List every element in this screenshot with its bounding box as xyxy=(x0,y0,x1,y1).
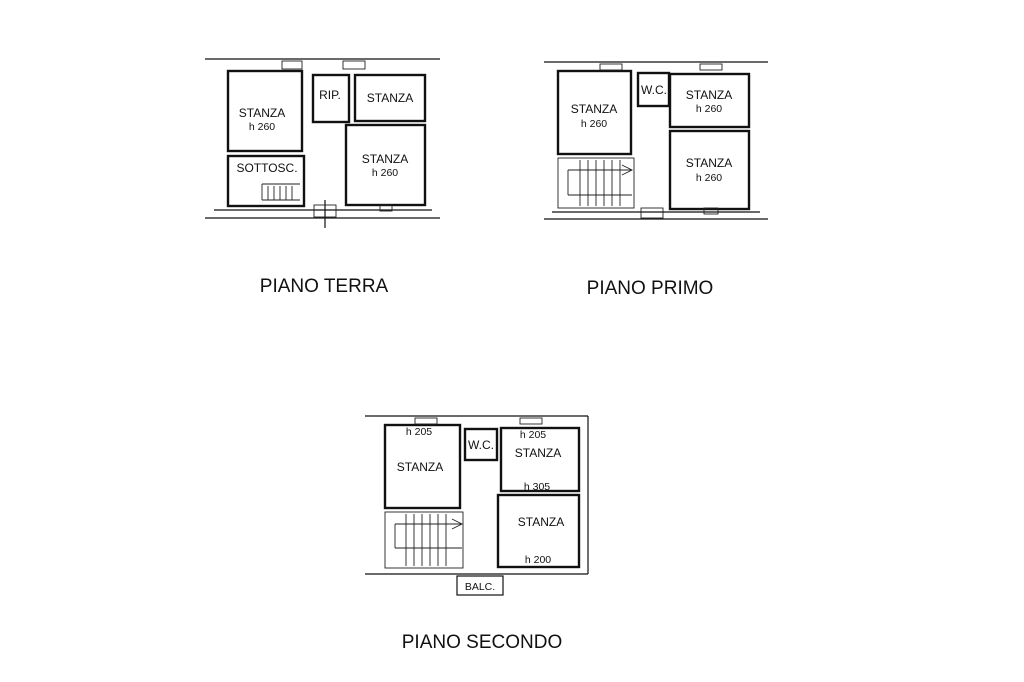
first-stairs xyxy=(557,157,635,209)
ground-window-2 xyxy=(342,60,366,70)
second-room-b-height: h 205 xyxy=(520,429,546,441)
first-room-c-label: STANZA xyxy=(686,156,732,170)
second-room-a-height: h 205 xyxy=(406,426,432,438)
second-room-b-label: STANZA xyxy=(515,446,561,460)
first-entrance-door xyxy=(640,207,664,219)
first-room-stanza-left xyxy=(556,69,633,156)
ground-room-b-label: STANZA xyxy=(367,91,413,105)
first-room-a-height: h 260 xyxy=(581,118,607,130)
ground-window-3 xyxy=(379,204,393,212)
first-room-c-height: h 260 xyxy=(696,172,722,184)
second-room-stanza-top-right xyxy=(499,426,581,493)
second-balcony-label: BALC. xyxy=(465,581,495,593)
second-wc-label: W.C. xyxy=(468,438,494,452)
ground-room-sottosc xyxy=(226,154,306,208)
first-window-3 xyxy=(703,207,719,215)
second-room-wc xyxy=(463,427,499,462)
plan-first-floor: STANZA h 260 W.C. STANZA h 260 STANZA h … xyxy=(544,61,768,299)
second-room-c-label: STANZA xyxy=(518,515,564,529)
first-room-wc xyxy=(636,71,671,108)
second-room-c-height: h 200 xyxy=(525,554,551,566)
second-stairs xyxy=(384,511,464,569)
first-wc-label: W.C. xyxy=(641,83,667,97)
first-window-1 xyxy=(599,63,623,71)
ground-sottosc-label: SOTTOSC. xyxy=(236,161,297,175)
second-floor-title: PIANO SECONDO xyxy=(402,632,562,653)
ground-room-c-height: h 260 xyxy=(372,167,398,179)
first-room-stanza-top-right xyxy=(668,72,751,129)
first-room-stanza-bottom-right xyxy=(668,129,751,211)
ground-room-rip xyxy=(311,73,351,124)
ground-rip-label: RIP. xyxy=(319,88,341,102)
first-room-b-label: STANZA xyxy=(686,88,732,102)
ground-room-a-height: h 260 xyxy=(249,121,275,133)
ground-stairs xyxy=(261,183,300,201)
ground-room-a-label: STANZA xyxy=(239,106,285,120)
second-room-b-height-2: h 305 xyxy=(524,481,550,493)
second-room-a-label: STANZA xyxy=(397,460,443,474)
ground-room-stanza-bottom-right xyxy=(344,123,427,207)
second-window-1 xyxy=(414,417,438,425)
ground-room-stanza-top-right xyxy=(353,73,427,123)
ground-floor-title: PIANO TERRA xyxy=(260,276,389,297)
ground-room-c-label: STANZA xyxy=(362,152,408,166)
ground-room-stanza-left xyxy=(226,69,304,153)
plan-ground-floor: STANZA h 260 RIP. STANZA STANZA h 260 SO… xyxy=(205,58,440,297)
plan-second-floor: h 205 STANZA W.C. h 205 STANZA h 305 STA… xyxy=(365,415,589,653)
first-room-a-label: STANZA xyxy=(571,102,617,116)
second-balcony xyxy=(456,575,504,596)
ground-window-1 xyxy=(281,60,303,70)
ground-entrance-door xyxy=(313,204,337,218)
first-room-b-height: h 260 xyxy=(696,103,722,115)
second-room-stanza-bottom-right xyxy=(496,493,581,569)
second-room-stanza-left xyxy=(383,423,462,510)
first-window-2 xyxy=(699,63,723,71)
first-floor-title: PIANO PRIMO xyxy=(587,278,714,299)
second-window-2 xyxy=(519,417,543,425)
